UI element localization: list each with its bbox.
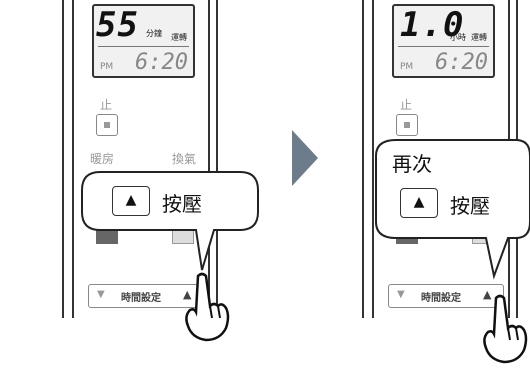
remote-edge-left-inner — [72, 0, 74, 318]
remote-edge-right-inner — [208, 0, 210, 318]
timer-down-button[interactable]: ▼ — [397, 289, 405, 300]
timer-setting-label: 時間設定 — [121, 293, 161, 304]
bubble-press-text: 按壓 — [450, 194, 490, 218]
timer-down-button[interactable]: ▼ — [97, 289, 105, 300]
stop-label: 止 — [100, 98, 113, 112]
mode-vent-label: 換氣 — [172, 152, 197, 166]
remote-edge-left-outer — [362, 0, 364, 318]
remote-edge-right-outer — [516, 0, 518, 318]
timer-up-button[interactable]: ▲ — [483, 288, 492, 301]
lcd-pm: PM — [400, 62, 414, 72]
timer-setting-bar: ▼ 時間設定 ▲ — [88, 284, 204, 308]
lcd-pm: PM — [100, 62, 114, 72]
lcd-duration: 1.0 — [400, 5, 465, 45]
heat-button-icon[interactable] — [96, 230, 118, 244]
vent-button-icon[interactable] — [472, 230, 494, 244]
remote-edge-right-inner — [508, 0, 510, 318]
lcd-display: 1.0 小時 運轉 PM 6:20 — [392, 4, 495, 78]
lcd-unit: 小時 — [450, 33, 466, 42]
lcd-clock: 6:20 — [135, 50, 188, 75]
bubble-press-text: 按壓 — [162, 192, 202, 216]
arrow-right-icon — [292, 130, 318, 186]
bubble-up-key: ▲ — [112, 186, 150, 216]
lcd-divider — [98, 46, 189, 47]
remote-edge-left-inner — [372, 0, 374, 318]
timer-setting-label: 時間設定 — [421, 293, 461, 304]
lcd-clock: 6:20 — [435, 50, 488, 75]
stop-button[interactable] — [96, 114, 118, 136]
stop-square-icon — [104, 122, 110, 128]
pointing-hand-icon — [185, 272, 230, 342]
stop-square-icon — [404, 122, 410, 128]
pointing-hand-icon — [483, 294, 528, 364]
timer-setting-bar: ▼ 時間設定 ▲ — [388, 284, 504, 308]
up-triangle-icon: ▲ — [413, 194, 425, 210]
lcd-run-label: 運轉 — [471, 33, 487, 42]
stop-label: 止 — [400, 98, 413, 112]
remote-edge-left-outer — [62, 0, 64, 318]
lcd-duration: 55 — [96, 5, 139, 45]
stop-button[interactable] — [396, 114, 418, 136]
lcd-divider — [398, 46, 489, 47]
lcd-unit: 分鐘 — [146, 29, 162, 38]
remote-edge-right-outer — [216, 0, 218, 318]
vent-button-icon[interactable] — [172, 230, 194, 244]
lcd-display: 55 分鐘 運轉 PM 6:20 — [92, 4, 195, 78]
up-triangle-icon: ▲ — [125, 192, 137, 208]
timer-up-button[interactable]: ▲ — [183, 288, 192, 301]
lcd-run-label: 運轉 — [171, 33, 187, 42]
bubble-up-key: ▲ — [400, 188, 438, 218]
bubble-again-text: 再次 — [392, 152, 432, 176]
heat-button-icon[interactable] — [396, 230, 418, 244]
mode-heat-label: 暖房 — [90, 152, 115, 166]
